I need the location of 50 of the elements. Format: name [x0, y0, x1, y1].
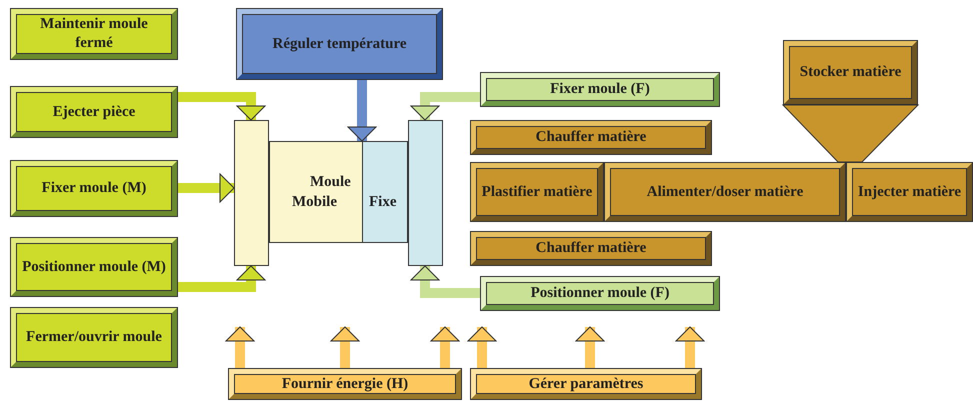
- function-label: Plastifier matière: [482, 182, 592, 202]
- function-label: Fixer moule (F): [550, 80, 650, 99]
- function-label: Chauffer matière: [536, 128, 646, 147]
- block-arrow: [178, 92, 266, 120]
- block-arrow: [330, 326, 360, 368]
- mould-label: Moule: [310, 173, 351, 191]
- function-box: [480, 276, 720, 311]
- mould-label: Fixe: [369, 193, 396, 211]
- block-arrow: [676, 326, 704, 368]
- function-box: [10, 237, 178, 297]
- function-box: [10, 160, 178, 217]
- block-arrow: [410, 92, 480, 120]
- function-box: [470, 120, 712, 155]
- block-arrow: [178, 174, 234, 202]
- function-box: [10, 8, 178, 60]
- function-label: Positionner moule (F): [530, 284, 670, 303]
- block-arrow: [178, 266, 266, 292]
- function-label: Chauffer matière: [536, 239, 646, 258]
- function-label: Fermer/ouvrir moule: [26, 328, 162, 347]
- function-box: [480, 72, 720, 107]
- function-box: [604, 162, 846, 222]
- block-arrow: [348, 80, 376, 142]
- function-box: [470, 368, 702, 400]
- function-label: Fixer moule (M): [42, 179, 146, 198]
- function-label: Ejecter pièce: [52, 102, 136, 122]
- function-label: Alimenter/doser matière: [646, 182, 804, 202]
- function-label: Positionner moule (M): [22, 258, 166, 276]
- function-label: Maintenir moule fermé: [39, 15, 149, 53]
- function-label: Injecter matière: [858, 182, 962, 202]
- function-box: [10, 86, 178, 138]
- function-box: [228, 368, 462, 400]
- function-box: [846, 162, 973, 222]
- function-box: [783, 40, 918, 105]
- function-label: Gérer paramètres: [528, 374, 644, 394]
- mould-label: Mobile: [292, 193, 337, 211]
- block-arrow: [410, 266, 480, 298]
- block-arrow: [226, 326, 254, 368]
- platen-bar: [234, 120, 269, 266]
- function-box: [470, 162, 604, 222]
- function-box: [10, 307, 178, 368]
- function-label: Fournir énergie (H): [282, 374, 408, 394]
- function-label: Stocker matière: [800, 63, 902, 82]
- block-arrow: [468, 326, 496, 368]
- function-box: [236, 8, 443, 80]
- mould-block: [269, 141, 408, 243]
- function-label: Réguler température: [272, 34, 406, 54]
- block-arrow: [576, 326, 604, 368]
- block-arrow: [430, 326, 460, 368]
- function-box: [470, 231, 712, 266]
- platen-bar: [408, 120, 443, 266]
